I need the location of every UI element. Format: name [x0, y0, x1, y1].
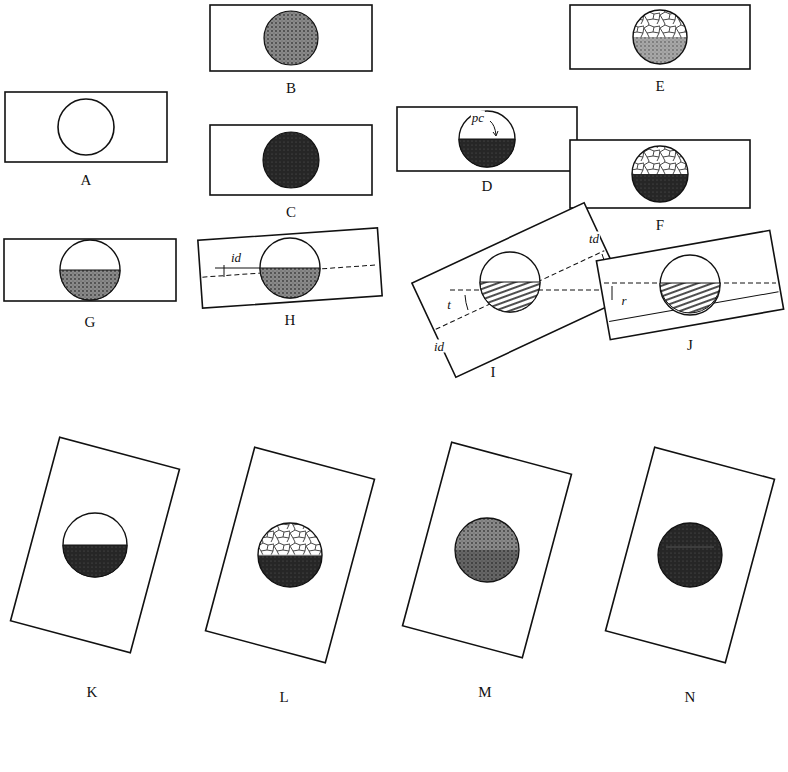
cracked-film: [258, 523, 322, 555]
slide: [210, 125, 372, 195]
slide: [206, 447, 375, 663]
drop-circle: [263, 132, 319, 188]
level-line: [258, 555, 322, 556]
liquid-half: [258, 555, 322, 587]
drop-outline: [632, 146, 688, 202]
drop-outline: [633, 10, 687, 64]
liquid-half: [480, 282, 540, 312]
slide: [11, 437, 180, 653]
drop-circle: [63, 513, 127, 577]
annotation: r: [620, 294, 627, 307]
cracked-film: [633, 10, 687, 37]
figure-letter: I: [491, 365, 496, 380]
liquid-half: [660, 283, 720, 313]
drop-circle: [260, 238, 320, 298]
leader-line: [490, 121, 496, 135]
figure-letter: D: [482, 179, 493, 194]
slide: [596, 230, 783, 339]
slide: [397, 107, 577, 171]
drop-circle: [264, 11, 318, 65]
angle-arc: [465, 295, 468, 310]
figure-letter: G: [85, 315, 96, 330]
drop-circle: [658, 523, 722, 587]
drop-circle: [480, 252, 540, 312]
drop-outline: [258, 523, 322, 587]
drop-circle: [455, 518, 519, 582]
drop-circle: [459, 111, 515, 167]
annotation: id: [433, 340, 445, 353]
annotation: td: [588, 232, 600, 245]
slide: [412, 203, 628, 378]
level-line: [215, 268, 260, 269]
drop-circle: [660, 255, 720, 315]
drop-circle: [60, 240, 120, 300]
slide: [4, 239, 176, 301]
figure-letter: E: [655, 79, 664, 94]
figure-letter: J: [687, 338, 693, 353]
angle-mark: [224, 265, 225, 277]
liquid-half: [632, 174, 688, 202]
angle-mark: [612, 286, 613, 300]
figure-letter: B: [286, 81, 296, 96]
annotation: id: [230, 251, 242, 264]
figure-letter: C: [286, 205, 296, 220]
liquid-half: [260, 268, 320, 298]
slide: [198, 228, 382, 308]
figure-letter: K: [87, 685, 98, 700]
liquid-shade: [455, 550, 519, 582]
figure-letter: H: [285, 313, 296, 328]
figure-letter: N: [685, 690, 696, 705]
liquid-half: [459, 139, 515, 167]
arrow-head: [493, 131, 498, 136]
liquid-half: [60, 270, 120, 300]
liquid-half: [63, 545, 127, 577]
cracked-film: [632, 146, 688, 174]
figure-letter: L: [279, 690, 288, 705]
annotation: pc: [471, 111, 485, 124]
figure-letter: F: [656, 218, 664, 233]
slide: [570, 140, 750, 208]
slide: [5, 92, 167, 162]
slide: [210, 5, 372, 71]
figure-letter: M: [478, 685, 491, 700]
drop-circle: [58, 99, 114, 155]
drop-circle: [633, 10, 687, 64]
slide: [403, 442, 572, 658]
slide: [606, 447, 775, 663]
texture-line: [666, 547, 714, 548]
annotation: t: [446, 298, 452, 311]
slide: [570, 5, 750, 69]
figure-letter: A: [81, 173, 92, 188]
